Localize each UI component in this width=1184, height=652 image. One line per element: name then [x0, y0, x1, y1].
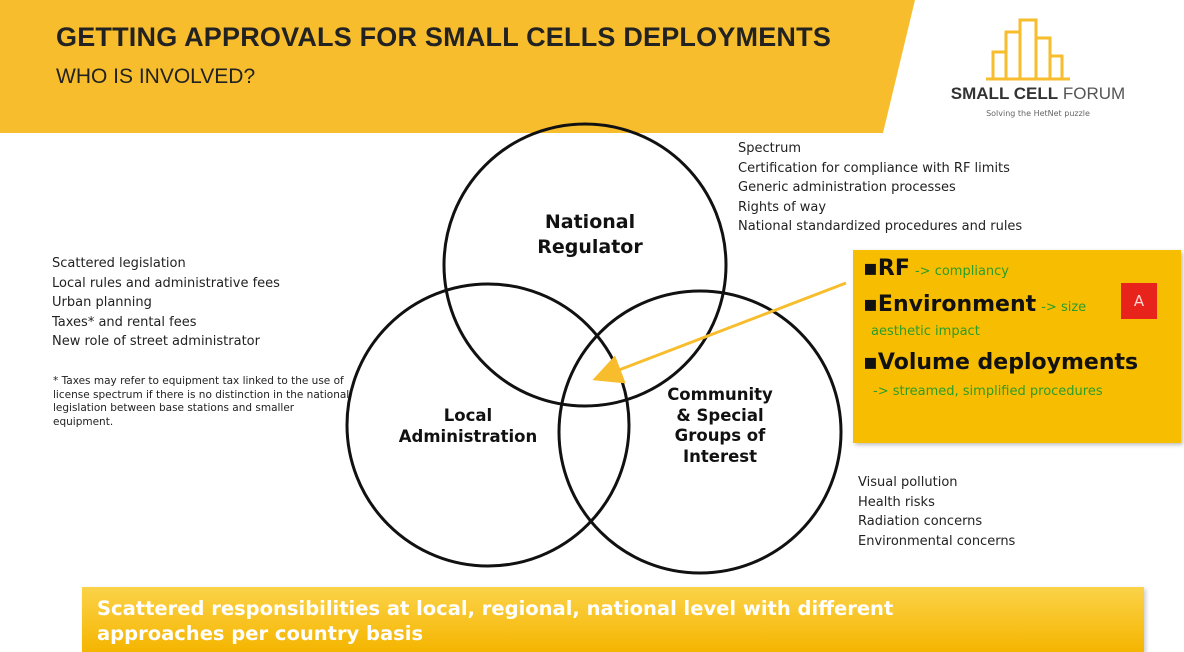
environment-label: ▪Environment [863, 292, 1037, 317]
comment-marker[interactable]: A [1121, 283, 1157, 319]
list-item: Rights of way [738, 199, 827, 215]
page-subtitle: WHO IS INVOLVED? [56, 65, 256, 88]
national-regulator-label: National Regulator [537, 211, 643, 258]
list-item: Certification for compliance with RF lim… [738, 160, 1010, 176]
logo-wordmark: SMALL CELL FORUM [950, 84, 1126, 103]
volume-label: ▪Volume deployments [863, 350, 1139, 375]
list-item: Spectrum [738, 141, 801, 156]
list-item: Scattered legislation [52, 256, 186, 271]
local-administration-label: Local Administration [398, 406, 538, 447]
rf-item: ▪RF -> compliancy [863, 256, 1009, 281]
city-skyline-icon [986, 18, 1070, 81]
rf-label: ▪RF [863, 256, 910, 281]
community-circle [557, 289, 843, 575]
local-administration-notes: Scattered legislation Local rules and ad… [52, 254, 280, 352]
bottom-banner: Scattered responsibilities at local, reg… [82, 587, 1144, 652]
list-item: National standardized procedures and rul… [738, 219, 1023, 234]
bottom-banner-text: Scattered responsibilities at local, reg… [97, 597, 894, 645]
environment-item: ▪Environment -> size [863, 292, 1086, 317]
page-title: GETTING APPROVALS FOR SMALL CELLS DEPLOY… [56, 22, 832, 52]
environment-detail-line2: aesthetic impact [871, 324, 980, 339]
header-banner [0, 0, 915, 133]
small-cell-forum-logo: SMALL CELL FORUM Solving the HetNet puzz… [938, 14, 1138, 129]
list-item: Health risks [858, 494, 935, 510]
local-administration-circle [345, 282, 631, 568]
environment-detail: -> size [1041, 300, 1087, 315]
list-item: New role of street administrator [52, 334, 260, 349]
logo-tagline: Solving the HetNet puzzle [986, 109, 1090, 118]
community-notes: Visual pollution Health risks Radiation … [858, 473, 1015, 551]
challenges-callout: ▪RF -> compliancy ▪Environment -> size a… [853, 250, 1181, 443]
national-regulator-circle [442, 122, 728, 408]
list-item: Taxes* and rental fees [52, 314, 197, 330]
list-item: Environmental concerns [858, 533, 1016, 549]
volume-item: ▪Volume deployments [863, 350, 1138, 375]
callout-arrow [592, 281, 847, 384]
rf-detail: -> compliancy [914, 264, 1009, 279]
list-item: Urban planning [52, 295, 152, 310]
volume-detail-row: -> streamed, simplified procedures [873, 380, 1103, 399]
taxes-footnote: * Taxes may refer to equipment tax linke… [53, 375, 350, 428]
list-item: Radiation concerns [858, 514, 983, 529]
list-item: Local rules and administrative fees [52, 275, 280, 291]
volume-detail: -> streamed, simplified procedures [873, 384, 1103, 399]
list-item: Generic administration processes [738, 180, 956, 195]
community-label: Community & Special Groups of Interest [667, 385, 773, 466]
national-regulator-notes: Spectrum Certification for compliance wi… [738, 139, 1022, 237]
list-item: Visual pollution [858, 475, 958, 490]
